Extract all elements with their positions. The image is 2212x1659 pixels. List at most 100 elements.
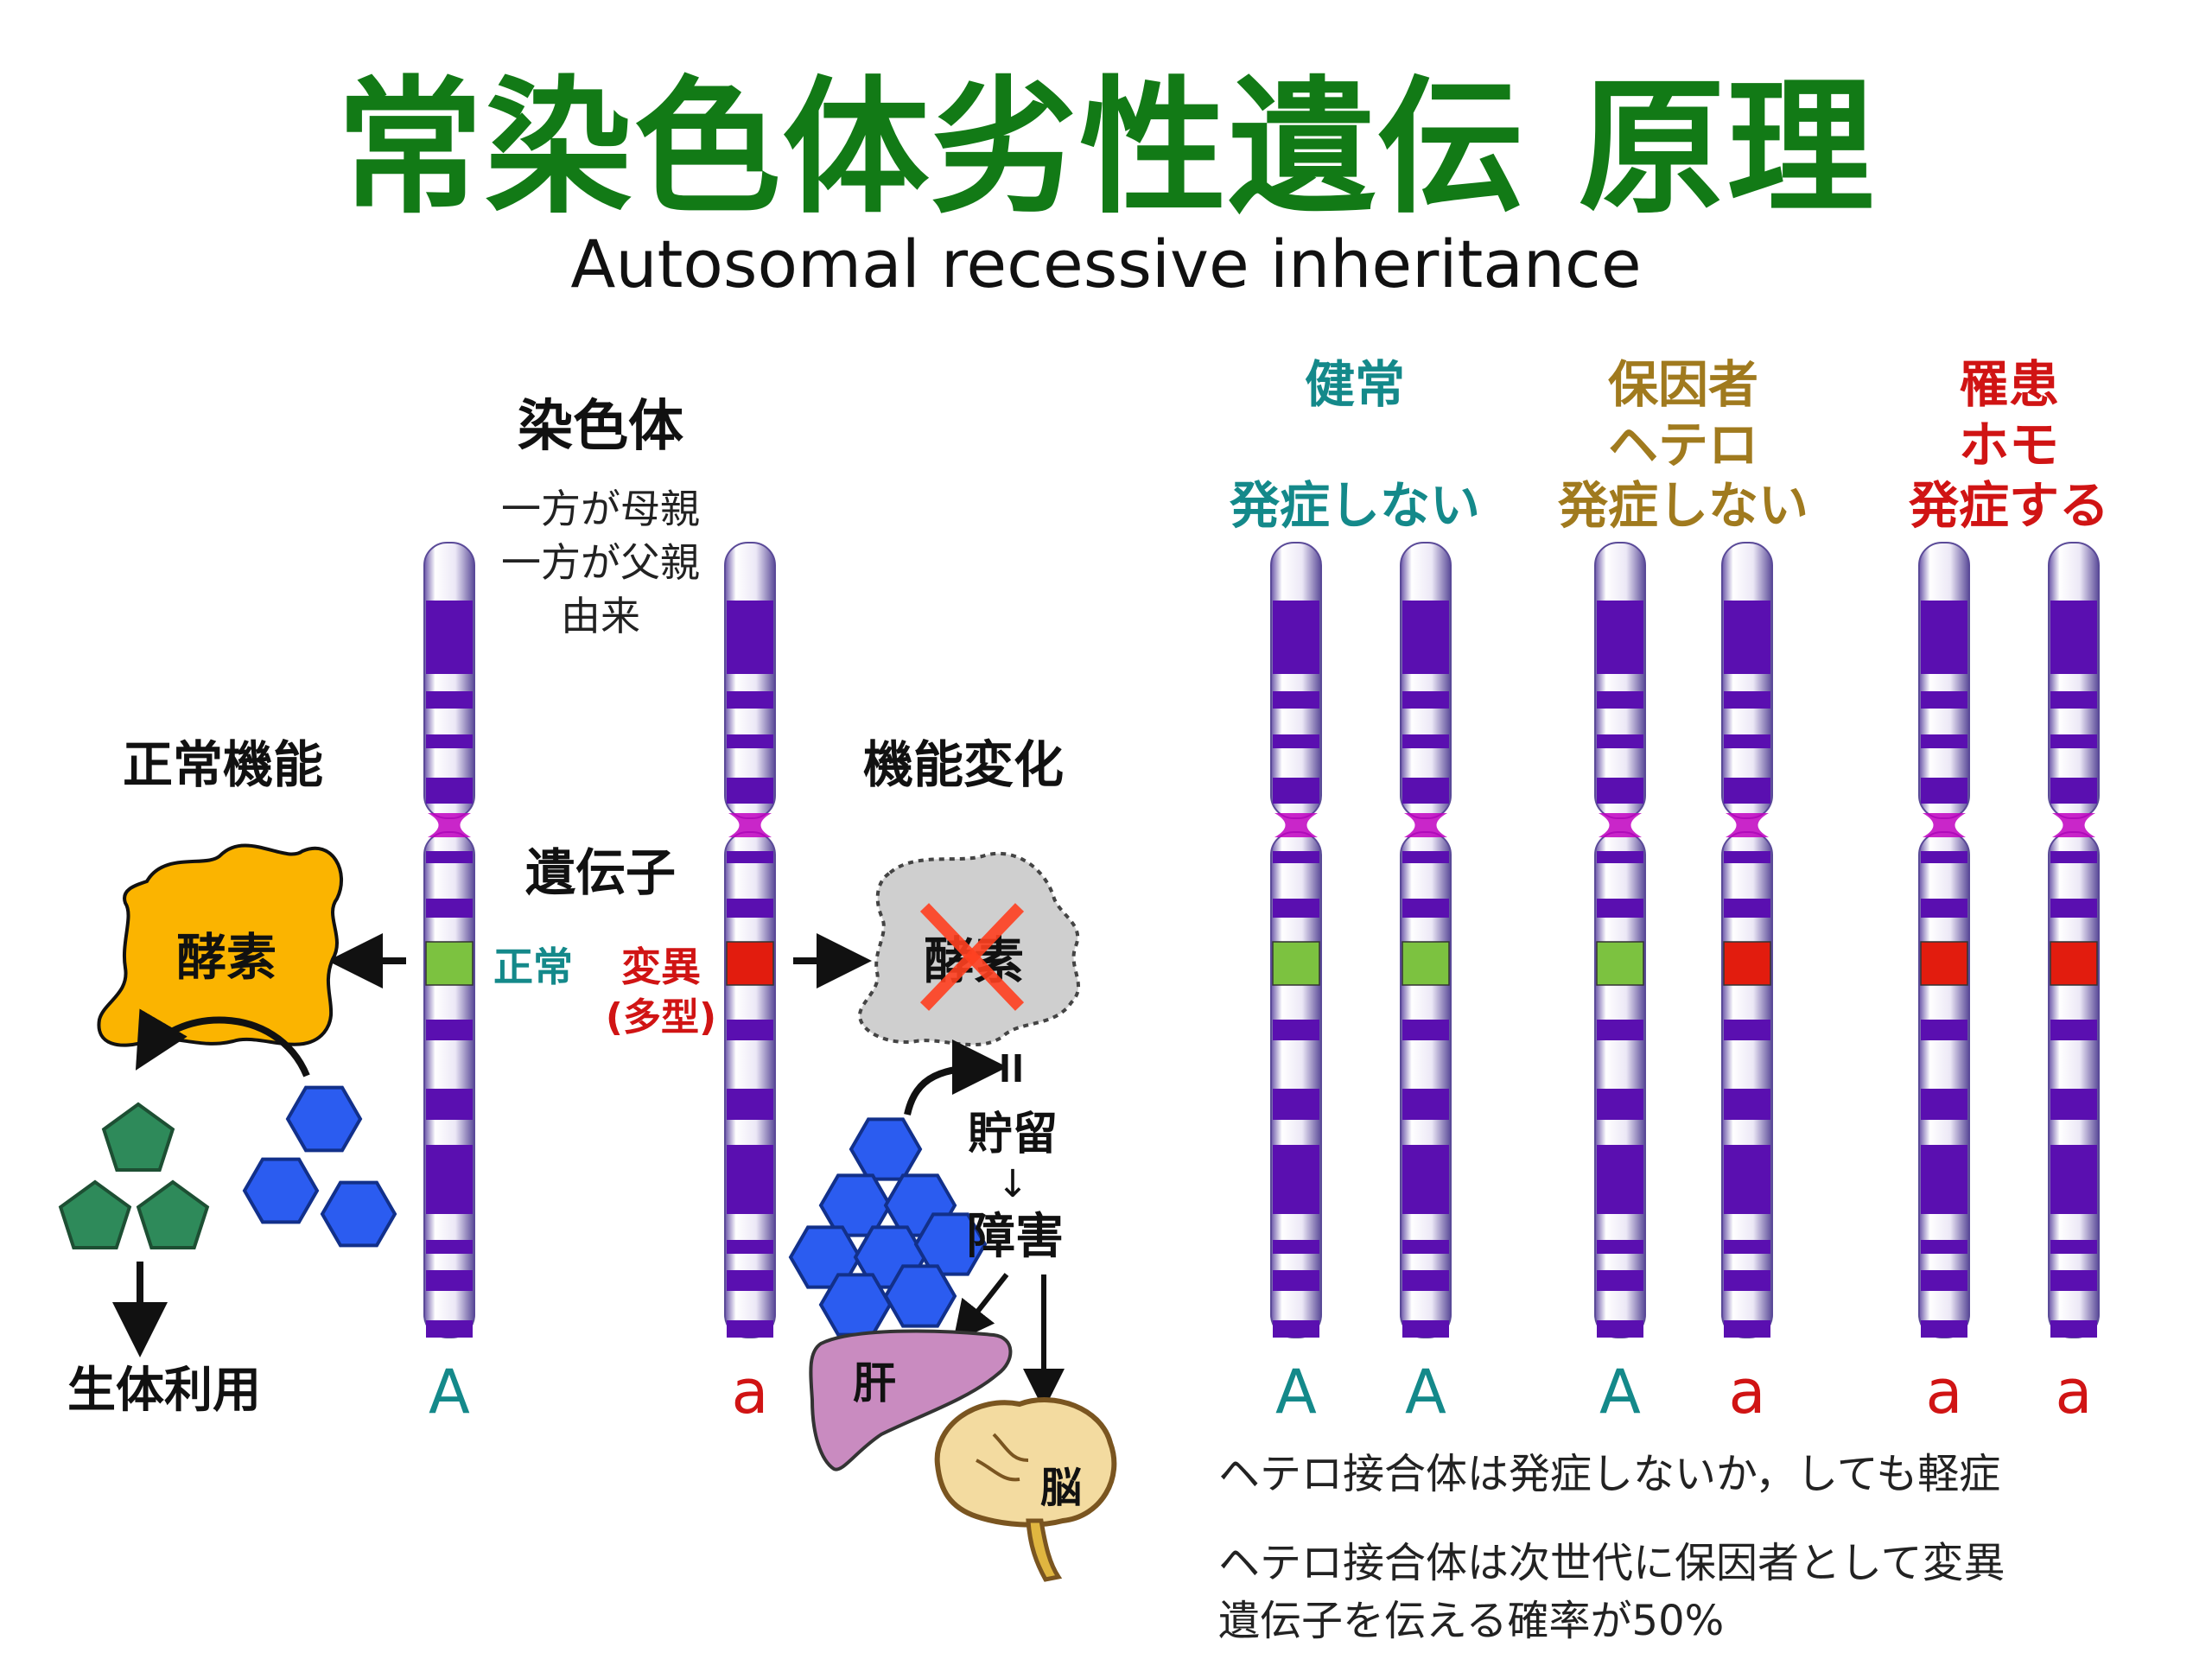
chromosome-band: [1724, 851, 1770, 863]
genotype-chromosomes: [1270, 542, 2100, 1338]
storage-to-damage-arrow: ↓: [997, 1162, 1029, 1206]
chromosome-band: [2050, 1270, 2097, 1291]
chromosome-band: [426, 734, 473, 748]
liver-label: 肝: [853, 1358, 896, 1408]
hexagon-accumulated: [818, 1273, 893, 1337]
chromosome-p-arm: [1918, 542, 1970, 819]
centromere: [1404, 813, 1447, 837]
chromosome-note-line-1: 一方が母親: [501, 486, 700, 532]
chromosome-band: [426, 1240, 473, 1254]
note-1: ヘテロ接合体は発症しないか，しても軽症: [1218, 1450, 2000, 1498]
group-affected-line-1: 罹患: [1959, 355, 2059, 414]
chromosome-band: [2050, 778, 2097, 804]
centromere: [428, 813, 471, 837]
chromosome-band: [1402, 1020, 1449, 1040]
chromosome-band: [727, 1270, 773, 1291]
gene-band: [1596, 941, 1644, 986]
chromosome-band: [1597, 657, 1643, 669]
chromosome-p-arm: [1594, 542, 1646, 819]
chromosome-band: [1724, 657, 1770, 669]
storage-label: 貯留: [968, 1109, 1058, 1160]
chromosome-band: [1273, 734, 1319, 748]
chromosome-band: [1402, 1270, 1449, 1291]
chromosome-body: [423, 542, 475, 1338]
product-molecules: [58, 1102, 210, 1249]
chromosome-band: [727, 691, 773, 709]
chromosome-band: [1273, 1020, 1319, 1040]
chromosome-band: [1273, 899, 1319, 918]
chromosome-band: [1921, 1089, 1967, 1120]
chromosome-body: [1594, 542, 1646, 1338]
note-2: ヘテロ接合体は次世代に保因者として変異: [1218, 1539, 2005, 1587]
chromosome-band: [1724, 1089, 1770, 1120]
chromosome-body: [1721, 542, 1773, 1338]
chromosome-band: [1724, 734, 1770, 748]
chromosome-band: [1597, 778, 1643, 804]
chromosome-band: [1597, 691, 1643, 709]
hexagon-substrate: [242, 1157, 320, 1224]
chromosome-band: [1724, 691, 1770, 709]
chromosome-band: [2050, 734, 2097, 748]
chromosome-band: [1724, 1320, 1770, 1338]
cross-mark-icon: [919, 903, 1025, 1011]
gene-band: [1723, 941, 1771, 986]
chromosome-p-arm: [2048, 542, 2100, 819]
allele-healthy-1: A: [1275, 1357, 1317, 1427]
chromosome-band: [1597, 1240, 1643, 1254]
chromosome-band: [727, 1020, 773, 1040]
hexagon-substrate: [285, 1085, 363, 1153]
centromere: [1274, 813, 1318, 837]
centromere: [1726, 813, 1769, 837]
chromosome-band: [1724, 1145, 1770, 1214]
chromosome-band: [426, 1320, 473, 1338]
pentagon-product: [101, 1102, 175, 1172]
chromosome-band: [1597, 1270, 1643, 1291]
chromosome-band: [1273, 657, 1319, 669]
chromosome-band: [1597, 851, 1643, 863]
chromosome-band: [727, 899, 773, 918]
allele-variant-label: a: [732, 1357, 769, 1427]
chromosome-band: [727, 1320, 773, 1338]
chromosome-band: [1724, 1240, 1770, 1254]
chromosome-band: [727, 734, 773, 748]
page-title: 常染色体劣性遺伝 原理: [336, 63, 1876, 234]
chromosome-band: [1402, 691, 1449, 709]
chromosome-band: [1273, 1240, 1319, 1254]
chromosome-band: [1597, 1145, 1643, 1214]
centromere: [1599, 813, 1642, 837]
reaction-arc: [135, 1008, 310, 1077]
chromosome-band: [2050, 657, 2097, 669]
biological-use-label: 生体利用: [67, 1363, 261, 1419]
chromosome-band: [2050, 691, 2097, 709]
chromosome-band: [1402, 1089, 1449, 1120]
page-subtitle: Autosomal recessive inheritance: [570, 226, 1642, 302]
chromosome-band: [1402, 778, 1449, 804]
liver-icon: [809, 1329, 1013, 1471]
chromosome-band: [727, 1089, 773, 1120]
chromosome-note-line-2: 一方が父親: [501, 539, 700, 586]
chromosome-band: [1597, 734, 1643, 748]
chromosome-band: [1921, 1270, 1967, 1291]
gene-band: [1272, 941, 1320, 986]
right-panel: 健常 発症しない 保因者 ヘテロ 発症しない 罹患 ホモ 発症する A A A …: [1218, 355, 2109, 1645]
chromosome-band: [1273, 1270, 1319, 1291]
chromosome-p-arm: [1270, 542, 1322, 819]
chromosome-p-arm: [1721, 542, 1773, 819]
chromosome-band: [727, 657, 773, 669]
chromosome-band: [1921, 1020, 1967, 1040]
chromosome-band: [1273, 778, 1319, 804]
chromosome-p-arm: [423, 542, 475, 819]
substrate-molecules: [242, 1085, 397, 1248]
chromosome-band: [1724, 1270, 1770, 1291]
chromosome-body: [1400, 542, 1452, 1338]
chromosome-band: [1273, 851, 1319, 863]
gene-band: [726, 941, 774, 986]
chromosome-band: [2050, 1320, 2097, 1338]
chromosome-body: [2048, 542, 2100, 1338]
brain-label: 脳: [1040, 1464, 1082, 1512]
chromosome-band: [2050, 1240, 2097, 1254]
allele-affected-2: a: [2056, 1357, 2093, 1427]
variant-gene-sublabel: (多型): [606, 995, 716, 1039]
chromosome-band: [1921, 1320, 1967, 1338]
